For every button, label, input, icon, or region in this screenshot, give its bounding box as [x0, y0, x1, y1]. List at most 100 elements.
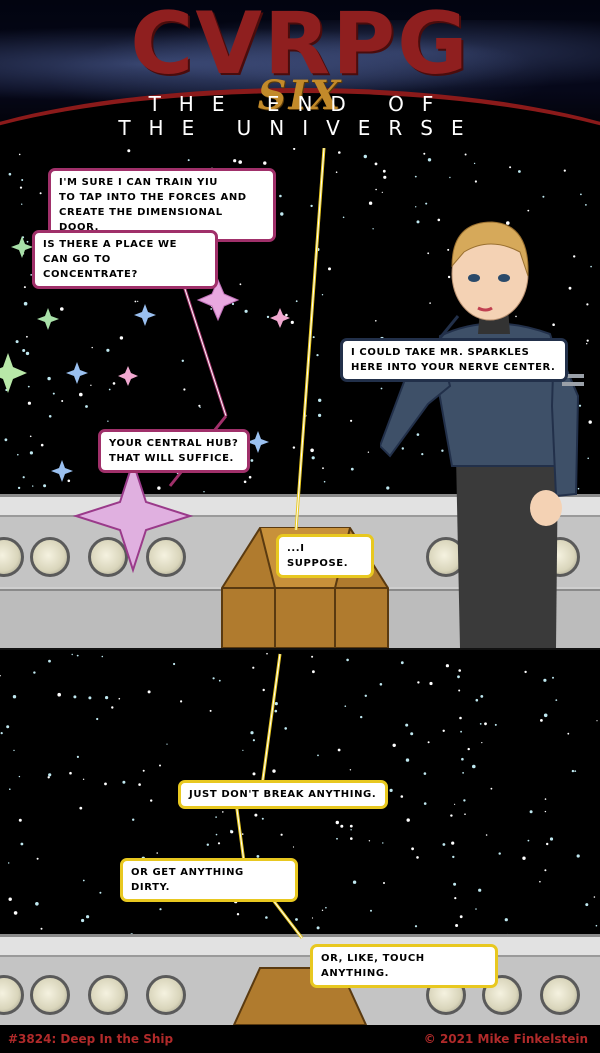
- star-dot: [244, 309, 248, 313]
- star-dot: [18, 818, 22, 822]
- star-dot: [473, 162, 476, 165]
- star-dot: [338, 151, 341, 154]
- star-dot: [212, 677, 215, 680]
- star-dot: [475, 698, 479, 702]
- star-dot: [85, 405, 88, 408]
- star-dot: [206, 843, 209, 846]
- star-dot: [236, 913, 240, 916]
- star-dot: [350, 829, 352, 831]
- star-dot: [527, 209, 530, 212]
- mr-sparkles-icon: [72, 458, 194, 574]
- star-dot: [231, 302, 235, 306]
- star-dot: [494, 723, 497, 726]
- speech-bubble-i-suppose: ...I suppose.: [276, 534, 374, 578]
- star-dot: [460, 730, 462, 733]
- star-dot: [585, 204, 587, 206]
- star-dot: [522, 856, 526, 860]
- star-dot: [48, 773, 52, 777]
- comic-panel-2: Just don't break anything. Or get anythi…: [0, 650, 600, 1025]
- character-hand: [530, 490, 562, 526]
- comic-footer: #3824: Deep In the Ship © 2021 Mike Fink…: [0, 1025, 600, 1053]
- star-dot: [96, 717, 99, 721]
- star-dot: [416, 220, 420, 224]
- star-dot: [91, 346, 93, 349]
- star-dot: [12, 695, 17, 699]
- star-dot: [406, 818, 410, 822]
- console-dial: [482, 975, 522, 1015]
- star-dot: [441, 449, 444, 452]
- star-dot: [150, 799, 153, 802]
- star-dot: [543, 713, 548, 718]
- star-dot: [105, 696, 109, 700]
- star-dot: [461, 757, 464, 761]
- star-dot: [590, 265, 592, 268]
- star-dot: [449, 176, 451, 179]
- sleeve-stripe: [562, 374, 584, 378]
- star-dot: [372, 228, 374, 230]
- star-dot: [544, 810, 547, 813]
- star-dot: [437, 218, 441, 222]
- star-dot: [295, 300, 298, 303]
- star-dot: [546, 842, 549, 846]
- star-dot: [26, 240, 29, 243]
- star-dot: [118, 697, 121, 700]
- star-dot: [463, 799, 466, 802]
- star-dot: [423, 152, 426, 155]
- star-dot: [350, 467, 354, 471]
- star-dot: [25, 351, 30, 356]
- star-dot: [386, 486, 390, 490]
- star-dot: [199, 406, 201, 408]
- star-dot: [318, 413, 322, 417]
- star-dot: [40, 443, 44, 447]
- comic-header: CVRPG SIX THE END OF THE UNIVERSE: [0, 0, 600, 148]
- star-dot: [375, 320, 377, 322]
- star-dot: [370, 909, 372, 912]
- star-dot: [209, 709, 212, 712]
- star-dot: [451, 841, 455, 845]
- star-dot: [311, 917, 314, 919]
- star-dot: [563, 169, 566, 172]
- star-dot: [474, 180, 477, 183]
- star-dot: [472, 764, 476, 769]
- star-dot: [509, 166, 512, 169]
- star-dot: [587, 457, 589, 460]
- star-dot: [544, 798, 547, 800]
- star-dot: [414, 175, 417, 178]
- star-dot: [555, 699, 558, 701]
- star-dot: [104, 782, 107, 786]
- star-dot: [453, 882, 457, 886]
- star-dot: [380, 387, 383, 390]
- star-dot: [312, 336, 315, 339]
- star-dot: [416, 856, 419, 859]
- star-dot: [417, 681, 420, 684]
- star-dot: [350, 837, 353, 840]
- star-dot: [454, 803, 456, 805]
- star-dot: [43, 484, 47, 488]
- star-dot: [322, 467, 324, 470]
- star-dot: [568, 286, 572, 290]
- star-dot: [316, 354, 319, 357]
- logo-title: CVRPG: [130, 0, 470, 94]
- star-dot: [21, 203, 23, 205]
- star-dot: [166, 743, 168, 745]
- star-dot: [311, 655, 314, 658]
- star-dot: [48, 659, 51, 663]
- console-dial: [30, 537, 70, 577]
- star-dot: [48, 415, 52, 418]
- star-dot: [33, 671, 36, 674]
- star-dot: [35, 902, 39, 906]
- star-dot: [0, 732, 3, 735]
- star-dot: [586, 339, 589, 342]
- star-dot: [552, 676, 554, 679]
- star-dot: [248, 475, 252, 479]
- star-dot: [215, 833, 218, 836]
- star-dot: [310, 204, 313, 208]
- star-dot: [157, 486, 161, 490]
- star-dot: [254, 813, 258, 817]
- star-dot: [423, 772, 427, 775]
- star-dot: [183, 388, 186, 391]
- star-dot: [106, 348, 110, 352]
- star-dot: [540, 719, 543, 722]
- star-dot: [18, 153, 21, 156]
- star-dot: [588, 420, 592, 424]
